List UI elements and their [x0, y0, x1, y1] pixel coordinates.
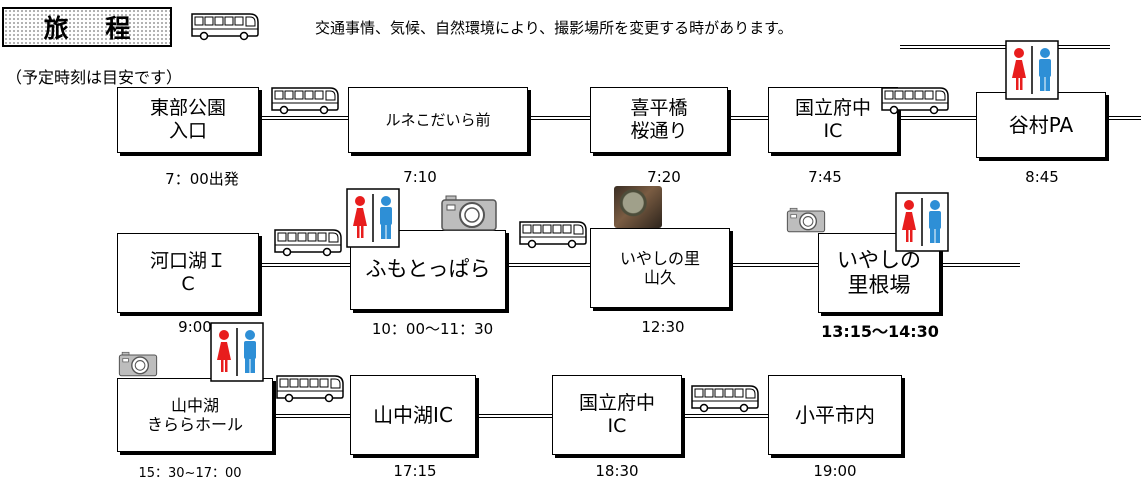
stop-box: 河口湖Ｉ C [117, 233, 259, 313]
stop-time: 7:20 [647, 168, 681, 186]
stop-box: いやしの 里根場 [818, 233, 940, 313]
camera-icon [440, 194, 498, 232]
route-line [730, 263, 820, 267]
restroom-icon [895, 192, 949, 252]
stop-box: いやしの里 山久 [590, 228, 730, 308]
stop-name: 山中湖 きららホール [146, 395, 243, 434]
stop-name: 河口湖Ｉ C [149, 250, 226, 295]
stop-time: 13:15～14:30 [821, 322, 939, 341]
bus-icon [275, 374, 345, 404]
bus-icon [190, 12, 260, 42]
route-line [258, 116, 348, 120]
stop-time: 7:45 [808, 168, 842, 186]
stop-box: 喜平橋 桜通り [590, 87, 728, 153]
bus-icon [270, 86, 340, 116]
route-line [728, 116, 773, 120]
route-line [1105, 116, 1141, 120]
route-line [900, 45, 1110, 49]
camera-icon [786, 206, 826, 234]
stop-name: 東部公園 入口 [149, 97, 226, 142]
stop-box: 山中湖IC [350, 375, 476, 455]
route-line [898, 116, 983, 120]
stop-name: 国立府中 IC [578, 392, 655, 437]
stop-box: 東部公園 入口 [117, 87, 259, 153]
stop-name: 山中湖IC [373, 403, 453, 427]
bus-icon [690, 384, 760, 414]
route-line [528, 116, 598, 120]
route-line [272, 414, 354, 418]
route-line [940, 263, 1020, 267]
route-line [505, 263, 590, 267]
stop-box: 国立府中 IC [768, 87, 898, 153]
route-line [258, 263, 358, 267]
food-photo-icon [614, 186, 662, 228]
stop-name: ルネこだいら前 [385, 111, 491, 129]
notice-text: 交通事情、気候、自然環境により、撮影場所を変更する時があります。 [315, 19, 793, 37]
bus-icon [518, 220, 588, 250]
stop-time: 12:30 [641, 318, 685, 336]
stop-name: 国立府中 IC [794, 97, 871, 142]
stop-name: 小平市内 [795, 403, 875, 427]
title-box: 旅 程 [2, 7, 172, 47]
stop-box: 国立府中 IC [552, 375, 682, 455]
stop-name: ふもとっぱら [365, 257, 491, 282]
stop-time: 7:10 [403, 168, 437, 186]
camera-icon [118, 350, 158, 378]
stop-name: いやしの 里根場 [837, 247, 921, 297]
schedule-note: （予定時刻は目安です） [6, 68, 183, 87]
restroom-icon [1005, 40, 1059, 100]
restroom-icon [346, 188, 400, 248]
bus-icon [880, 86, 950, 116]
stop-name: 喜平橋 桜通り [630, 97, 688, 142]
stop-time: 8:45 [1025, 168, 1059, 186]
stop-time: 9:00 [178, 318, 212, 336]
route-line [682, 414, 772, 418]
route-line [475, 414, 555, 418]
stop-box: 山中湖 きららホール [117, 378, 273, 452]
stop-time: 15：30~17：00 [138, 466, 242, 481]
stop-name: いやしの里 山久 [619, 248, 700, 287]
stop-box: 小平市内 [768, 375, 902, 455]
stop-time: 7：00出発 [165, 170, 239, 188]
stop-box: ルネこだいら前 [348, 87, 528, 153]
page-title: 旅 程 [43, 14, 145, 43]
stop-box: 谷村PA [976, 92, 1106, 158]
stop-time: 17:15 [393, 462, 437, 480]
stop-time: 19:00 [813, 462, 857, 480]
stop-time: 18:30 [595, 462, 639, 480]
bus-icon [273, 228, 343, 258]
stop-time: 10：00～11：30 [371, 320, 494, 338]
stop-name: 谷村PA [1008, 113, 1074, 137]
